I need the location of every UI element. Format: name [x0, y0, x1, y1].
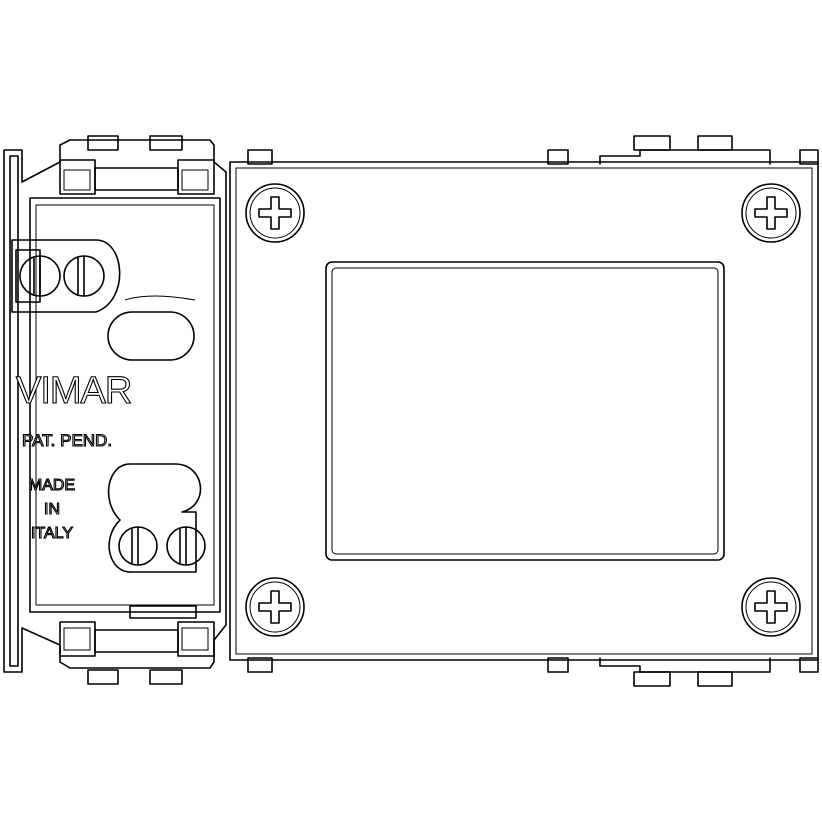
patent-text: PAT. PEND.: [22, 431, 112, 450]
screw-icon: [245, 183, 305, 243]
bottom-terminal-block: [107, 463, 206, 573]
origin-line-2: IN: [44, 501, 60, 518]
screw-icon: [741, 183, 801, 243]
top-clips: [59, 135, 215, 195]
screw-icon: [741, 577, 801, 637]
origin-line-1: MADE: [29, 477, 75, 494]
brand-text: VIMAR: [16, 370, 131, 412]
top-terminal-block: [11, 239, 196, 361]
origin-label: MADE IN ITALY: [28, 476, 75, 542]
screw-icon: [245, 577, 305, 637]
right-plate: [229, 135, 819, 687]
left-module: VIMAR PAT. PEND. MADE IN ITALY: [3, 135, 227, 685]
origin-line-3: ITALY: [31, 525, 73, 542]
bottom-clips: [59, 605, 215, 685]
